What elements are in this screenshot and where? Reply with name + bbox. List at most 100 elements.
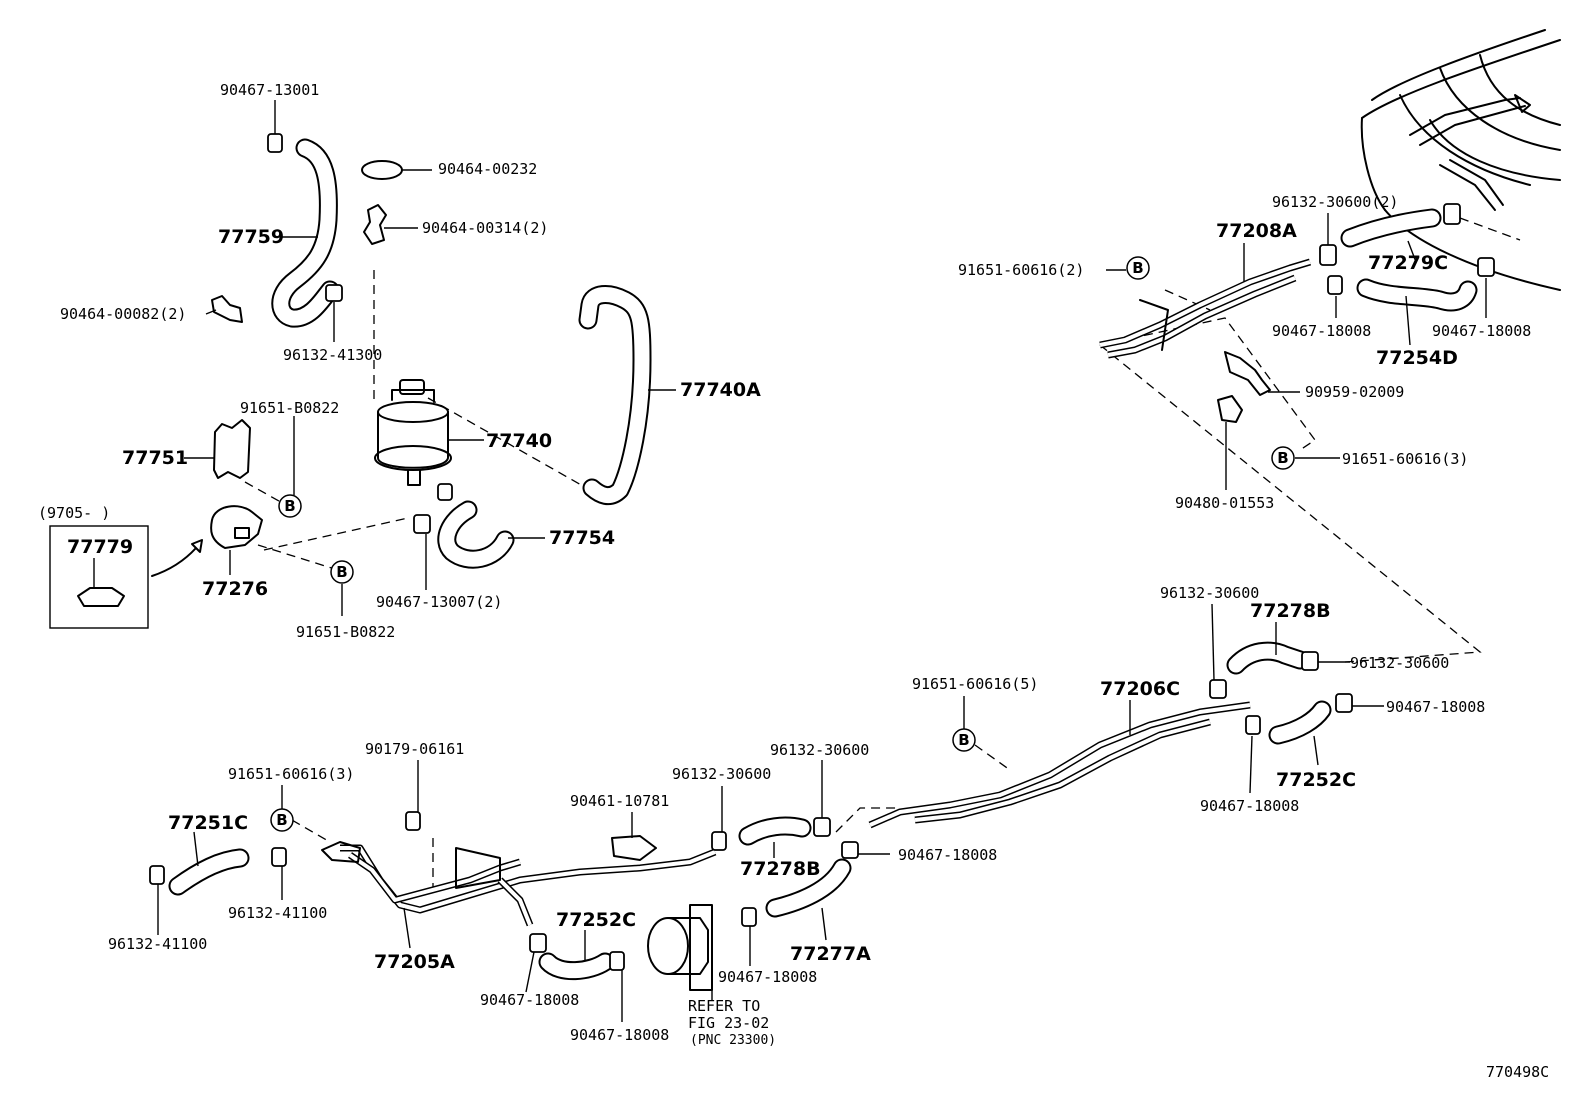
label-77278B: 77278B [1250, 600, 1331, 622]
arrow-icon [151, 539, 203, 577]
label-96132-30600: 96132-30600 [672, 765, 771, 783]
label-96132-41100: 96132-41100 [228, 904, 327, 922]
clamp-icon [609, 951, 625, 971]
label-91651-60616-3: 91651-60616(3) [228, 765, 354, 783]
clamp-icon [1335, 693, 1353, 713]
label-77278B: 77278B [740, 858, 821, 880]
clamp-icon [325, 284, 343, 302]
label-91651-60616-5: 91651-60616(5) [912, 675, 1038, 693]
label-91651-60616-2: 91651-60616(2) [958, 261, 1084, 279]
clamp-icon [149, 865, 165, 885]
hose-77252C-bottom [538, 952, 615, 981]
clamp-icon [1477, 257, 1495, 277]
fuel-tank-outline [1360, 29, 1561, 291]
inset-part-icon [77, 587, 125, 607]
clamp-icon [413, 514, 431, 534]
label-77279C: 77279C [1368, 252, 1448, 274]
hose-77254D [1356, 278, 1478, 312]
clip-icon [611, 835, 657, 861]
clamp-icon [813, 817, 831, 837]
pipe-77208A [1099, 258, 1312, 359]
hose-77754 [437, 500, 515, 569]
label-77277A: 77277A [790, 943, 871, 965]
ref-marker-b: B [278, 494, 302, 518]
bracket-icon [213, 419, 251, 479]
label-77754: 77754 [549, 527, 615, 549]
label-77751: 77751 [122, 447, 188, 469]
hose-77251C [168, 848, 250, 896]
label-77208A: 77208A [1216, 220, 1297, 242]
svg-text:B: B [276, 811, 287, 829]
label-90467-18008: 90467-18008 [718, 968, 817, 986]
clamp-icon [1209, 679, 1227, 699]
clamp-icon [271, 847, 287, 867]
label-90467-18008: 90467-18008 [570, 1026, 669, 1044]
label-96132-30600: 96132-30600 [1350, 654, 1449, 672]
label-90467-18008: 90467-18008 [1200, 797, 1299, 815]
label-90464-00082: 90464-00082(2) [60, 305, 186, 323]
label-96132-41300: 96132-41300 [283, 346, 382, 364]
part-labels: 90467-13001 90464-00232 90464-00314(2) 7… [38, 81, 1549, 1081]
clip-icon [1217, 395, 1243, 423]
refer-note-line-2: FIG 23-02 [688, 1014, 769, 1032]
hose-77740A [578, 285, 652, 506]
clamp-icon [1443, 203, 1461, 225]
label-77740A: 77740A [680, 379, 761, 401]
label-90464-00232: 90464-00232 [438, 160, 537, 178]
label-90464-00314: 90464-00314(2) [422, 219, 548, 237]
refer-note-line-3: (PNC 23300) [690, 1033, 776, 1048]
label-77740: 77740 [486, 430, 552, 452]
hose-77252C-right [1268, 700, 1332, 745]
label-77779: 77779 [67, 536, 133, 558]
ref-marker-b: B [952, 728, 976, 752]
label-96132-30600-2: 96132-30600(2) [1272, 193, 1398, 211]
clamp-icon [741, 907, 757, 927]
svg-text:B: B [958, 731, 969, 749]
label-90179-06161: 90179-06161 [365, 740, 464, 758]
date-range: (9705- ) [38, 504, 110, 522]
leader-lines [93, 100, 1487, 1022]
label-96132-41100: 96132-41100 [108, 935, 207, 953]
label-90467-18008: 90467-18008 [898, 846, 997, 864]
label-90467-13001: 90467-13001 [220, 81, 319, 99]
clamp-icon [267, 133, 283, 153]
clamp-icon [437, 483, 453, 501]
label-90467-18008: 90467-18008 [1386, 698, 1485, 716]
diagram-code: 770498C [1486, 1063, 1549, 1081]
charcoal-canister-icon [374, 379, 452, 486]
label-77205A: 77205A [374, 951, 455, 973]
hose-77278B-upper [1226, 641, 1310, 675]
label-77252C: 77252C [556, 909, 636, 931]
clip-icon [405, 811, 421, 831]
pipe-77205A [321, 841, 717, 927]
hose-77279C [1340, 208, 1442, 248]
label-77276: 77276 [202, 578, 268, 600]
svg-text:B: B [336, 563, 347, 581]
ref-marker-b: B [330, 560, 354, 584]
label-91651-B0822-top: 91651-B0822 [240, 399, 339, 417]
ref-marker-b: B [1271, 446, 1295, 470]
clamp-icon [1327, 275, 1343, 295]
label-96132-30600: 96132-30600 [1160, 584, 1259, 602]
label-77254D: 77254D [1376, 347, 1458, 369]
refer-note-line-1: REFER TO [688, 997, 760, 1015]
clamp-band-icon [361, 160, 403, 180]
label-90467-18008: 90467-18008 [480, 991, 579, 1009]
clamp-icon [1245, 715, 1261, 735]
clamp-icon [1319, 244, 1337, 266]
label-77252C: 77252C [1276, 769, 1356, 791]
vsv-valve-icon [210, 505, 263, 549]
label-77251C: 77251C [168, 812, 248, 834]
clip-icon [363, 204, 387, 245]
hose-77277A [765, 858, 852, 918]
label-90461-10781: 90461-10781 [570, 792, 669, 810]
svg-text:B: B [1132, 259, 1143, 277]
label-90467-13007: 90467-13007(2) [376, 593, 502, 611]
svg-text:B: B [284, 497, 295, 515]
label-77759: 77759 [218, 226, 284, 248]
dashed-reference-lines [244, 217, 1521, 888]
fuel-filter-icon [647, 904, 713, 991]
clamp-icon [841, 841, 859, 859]
label-91651-B0822-bottom: 91651-B0822 [296, 623, 395, 641]
